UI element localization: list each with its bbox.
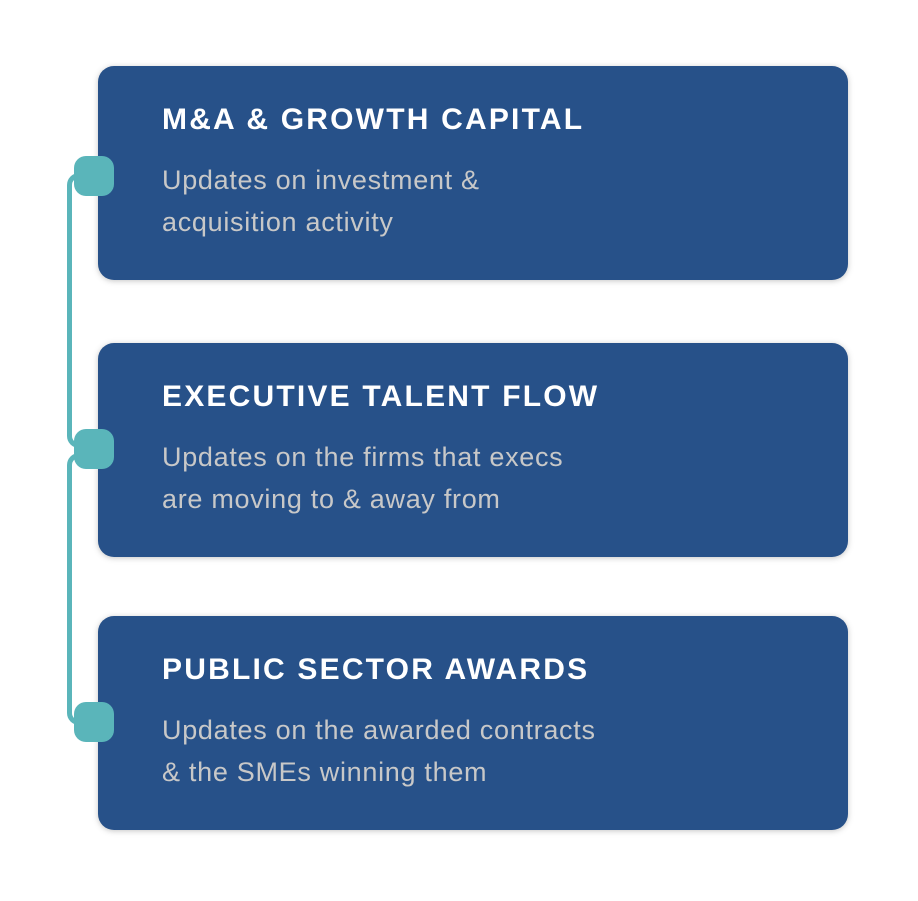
card-title: PUBLIC SECTOR AWARDS — [162, 653, 590, 686]
card-title: EXECUTIVE TALENT FLOW — [162, 380, 600, 413]
card-title: M&A & GROWTH CAPITAL — [162, 103, 585, 136]
connector-line-top — [67, 173, 93, 448]
card-description: Updates on the awarded contracts & the S… — [162, 709, 818, 793]
card-public-sector-awards: PUBLIC SECTOR AWARDS Updates on the awar… — [98, 616, 848, 830]
card-executive-talent-flow: EXECUTIVE TALENT FLOW Updates on the fir… — [98, 343, 848, 557]
card-ma-growth-capital: M&A & GROWTH CAPITAL Updates on investme… — [98, 66, 848, 280]
connector-node-2 — [74, 429, 114, 469]
card-description-line-1: Updates on investment & — [162, 165, 480, 195]
card-description: Updates on investment & acquisition acti… — [162, 159, 818, 243]
card-description-line-2: & the SMEs winning them — [162, 757, 488, 787]
connector-node-1 — [74, 156, 114, 196]
connector-line-bottom — [67, 453, 93, 725]
connector-node-3 — [74, 702, 114, 742]
card-description: Updates on the firms that execs are movi… — [162, 436, 818, 520]
card-description-line-2: acquisition activity — [162, 207, 394, 237]
card-description-line-1: Updates on the firms that execs — [162, 442, 564, 472]
card-description-line-1: Updates on the awarded contracts — [162, 715, 596, 745]
card-description-line-2: are moving to & away from — [162, 484, 501, 514]
